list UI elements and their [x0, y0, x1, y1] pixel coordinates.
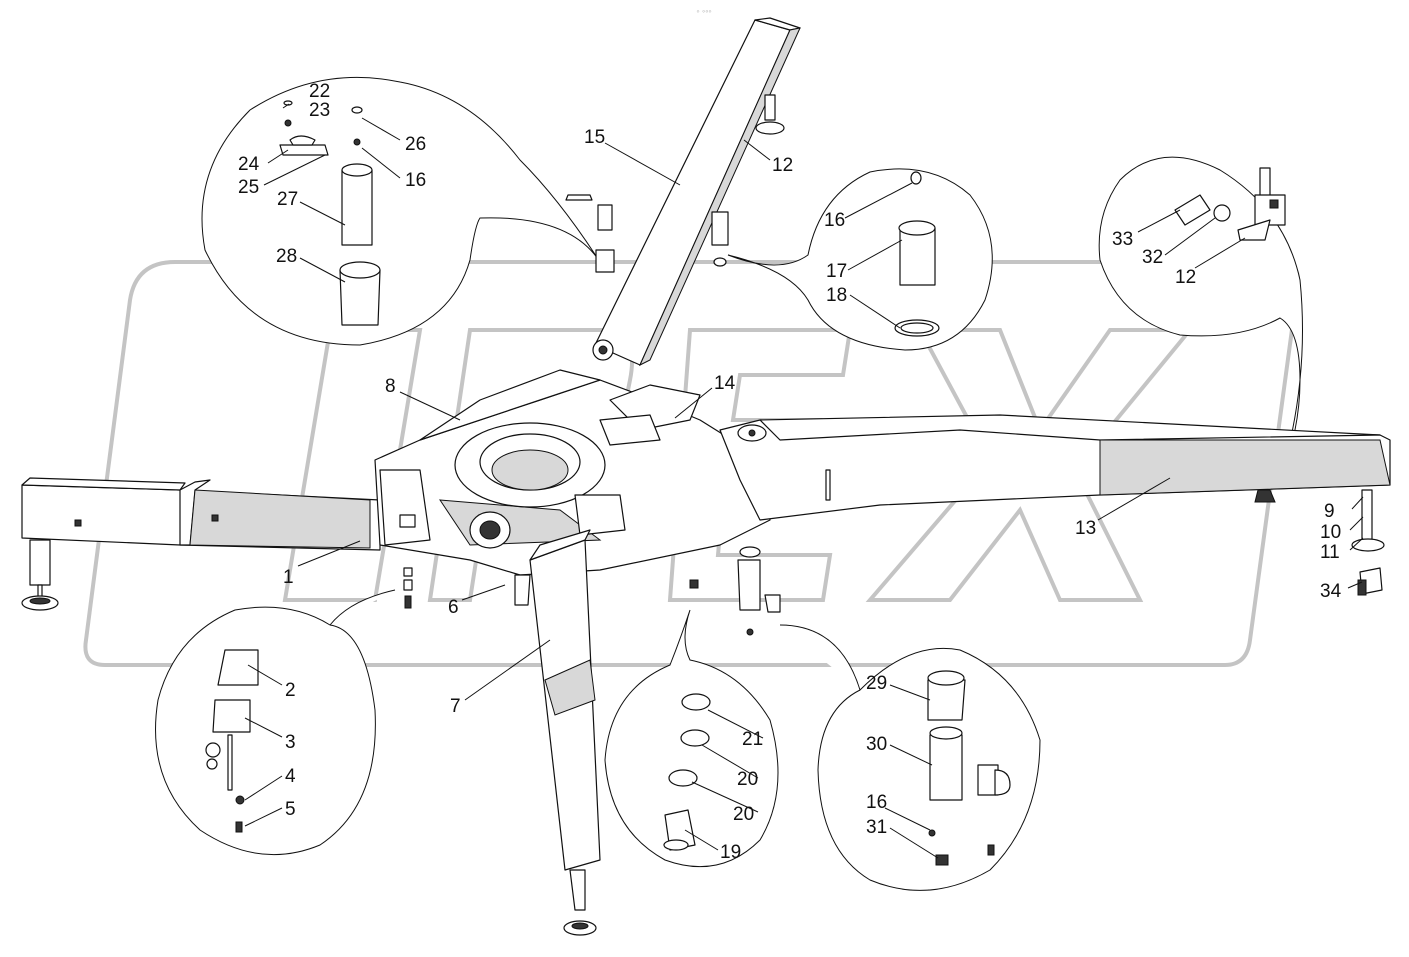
part-label-21: 21: [742, 729, 763, 750]
leader-lines: [244, 103, 1364, 859]
part-label-33: 33: [1112, 229, 1133, 250]
part-label-16-left: 16: [405, 170, 426, 191]
exploded-small-parts: [205, 100, 1383, 866]
callout-bubbles: [155, 76, 1303, 891]
part-label-16-bottom: 16: [866, 792, 887, 813]
header-glyph: ◦ ◦◦◦: [696, 6, 711, 16]
part-label-23: 23: [309, 100, 330, 121]
part-label-19: 19: [720, 842, 741, 863]
part-label-2: 2: [285, 680, 296, 701]
part-label-31: 31: [866, 817, 887, 838]
part-label-4: 4: [285, 766, 296, 787]
part-labels: 1 2 3 4 5 6 7 8 9 10 11 12 12 13 14 15 1…: [238, 81, 1342, 863]
part-label-13: 13: [1075, 518, 1096, 539]
part-label-5: 5: [285, 799, 296, 820]
part-label-6: 6: [448, 597, 459, 618]
part-label-12-right: 12: [1175, 267, 1196, 288]
top-outrigger-beam: [594, 19, 791, 366]
part-label-32: 32: [1142, 247, 1163, 268]
part-label-16-right: 16: [824, 210, 845, 231]
part-label-30: 30: [866, 734, 887, 755]
part-label-20-lower: 20: [733, 804, 754, 825]
part-label-8: 8: [385, 376, 396, 397]
part-label-7: 7: [450, 696, 461, 717]
part-label-28: 28: [276, 246, 297, 267]
part-label-9: 9: [1324, 501, 1335, 522]
part-label-1: 1: [283, 567, 294, 588]
part-label-25: 25: [238, 177, 259, 198]
part-label-15: 15: [584, 127, 605, 148]
part-label-3: 3: [285, 732, 296, 753]
part-label-26: 26: [405, 134, 426, 155]
part-label-12-top: 12: [772, 155, 793, 176]
part-label-27: 27: [277, 189, 298, 210]
part-label-10: 10: [1320, 522, 1341, 543]
part-label-18: 18: [826, 285, 847, 306]
part-label-14: 14: [714, 373, 736, 394]
part-label-17: 17: [826, 261, 847, 282]
outrigger-frame: [21, 17, 1391, 936]
part-label-34: 34: [1320, 581, 1342, 602]
part-label-24: 24: [238, 154, 260, 175]
part-label-22: 22: [309, 81, 330, 102]
part-label-20-upper: 20: [737, 769, 758, 790]
part-label-29: 29: [866, 673, 887, 694]
part-label-11: 11: [1320, 542, 1340, 563]
